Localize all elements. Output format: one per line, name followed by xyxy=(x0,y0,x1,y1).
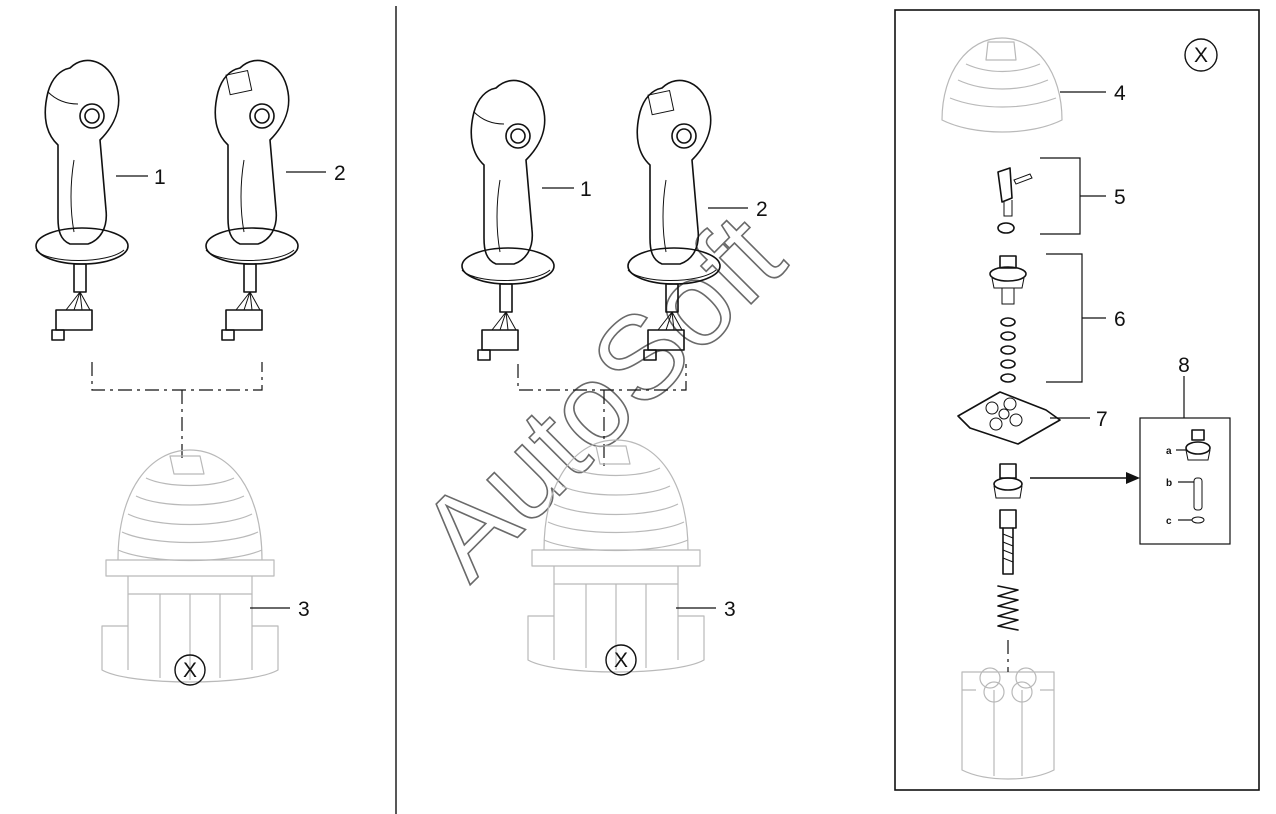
label-6: 6 xyxy=(1114,308,1126,331)
label-5: 5 xyxy=(1114,186,1126,209)
part-8-valve-cartridge xyxy=(993,463,1023,499)
middle-handle-1 xyxy=(461,79,555,361)
left-base-unit xyxy=(101,449,279,683)
middle-wiring-dashline xyxy=(517,364,687,470)
label-8a: a xyxy=(1166,446,1172,457)
detail-8-parts xyxy=(1185,429,1211,524)
left-view-marker: X xyxy=(183,659,197,682)
label-4: 4 xyxy=(1114,82,1126,105)
label-8b: b xyxy=(1166,478,1172,489)
label-3-middle: 3 xyxy=(724,598,736,621)
label-2-middle: 2 xyxy=(756,198,768,221)
part-6-plunger-rings xyxy=(989,255,1027,383)
left-wiring-dashline xyxy=(91,362,263,462)
label-8c: c xyxy=(1166,516,1172,527)
middle-view-marker-circle xyxy=(605,644,637,676)
exploded-view-marker-circle xyxy=(1184,38,1218,72)
exploded-view-frame xyxy=(894,9,1260,791)
part-housing xyxy=(961,667,1055,780)
part-5-pivot-set xyxy=(997,167,1033,234)
left-view-marker-circle xyxy=(174,654,206,686)
part-7-plate xyxy=(957,391,1061,445)
watermark-text: AutoSoft xyxy=(395,190,808,603)
left-handle-1 xyxy=(35,59,129,341)
exploded-view-marker: X xyxy=(1194,44,1208,67)
part-4-boot xyxy=(941,37,1063,133)
label-1-left: 1 xyxy=(154,166,166,189)
label-1-middle: 1 xyxy=(580,178,592,201)
label-7: 7 xyxy=(1096,408,1108,431)
part-spool-spring xyxy=(997,509,1019,631)
label-8: 8 xyxy=(1178,354,1190,377)
left-handle-2 xyxy=(205,59,299,341)
label-2-left: 2 xyxy=(334,162,346,185)
detail-8-frame xyxy=(1139,417,1231,545)
middle-view-marker: X xyxy=(614,649,628,672)
label-3-left: 3 xyxy=(298,598,310,621)
